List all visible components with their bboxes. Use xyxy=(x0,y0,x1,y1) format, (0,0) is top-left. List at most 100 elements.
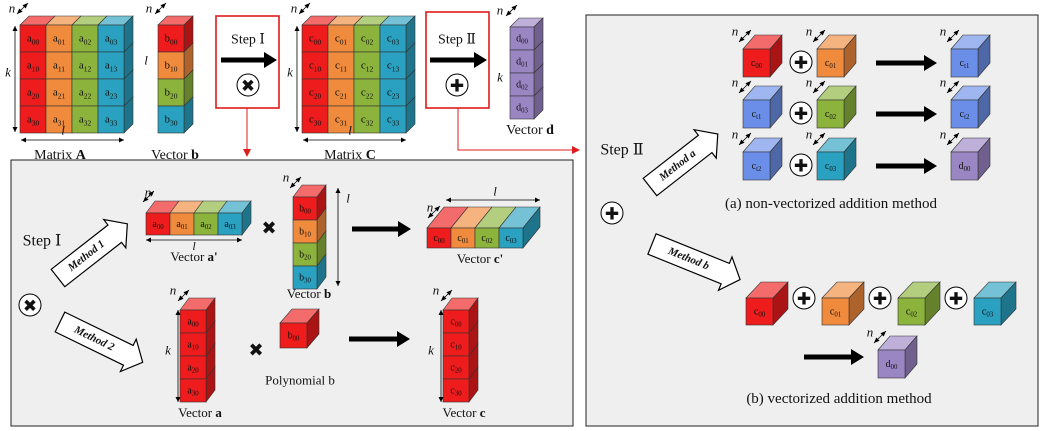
cell-label: a02 xyxy=(79,33,92,47)
methodB-plus-2-circle xyxy=(944,286,968,310)
matrix-c-cell: c32 xyxy=(353,105,381,134)
cell-label: c00 xyxy=(309,33,322,47)
matrix-a-cell: a00 xyxy=(19,15,56,53)
panel1-step-label: Step Ⅰ xyxy=(23,233,62,250)
matrix-c-cell: c23 xyxy=(379,69,416,107)
cell-label: a21 xyxy=(53,87,66,101)
cell-label: c01 xyxy=(825,58,836,70)
matrix-a-l-label: l xyxy=(61,123,65,138)
matrix-c-l-dim-head-l xyxy=(303,137,308,143)
cell-label: a01 xyxy=(53,33,66,47)
cell-label: c02 xyxy=(906,306,918,318)
cell-label: d00 xyxy=(959,161,971,173)
matrix-c-cell: c33 xyxy=(379,96,416,134)
caption-b: (b) vectorized addition method xyxy=(746,391,932,407)
cell-label: a02 xyxy=(200,219,212,231)
matrix-a-n-dim-tail xyxy=(17,8,23,14)
cell-label: c03 xyxy=(387,33,400,47)
methodA-left-cube: ct1 xyxy=(742,85,783,129)
methodA-right-n-label: n xyxy=(806,75,813,90)
cell-label: c13 xyxy=(387,60,400,74)
vector-d-k-label: k xyxy=(497,70,503,85)
cell-label: a00 xyxy=(27,33,40,47)
cell-label: c00 xyxy=(754,306,766,318)
vector-b-n-dim-tail xyxy=(155,8,161,14)
cell-label: a03 xyxy=(105,33,118,47)
cell-label: a11 xyxy=(53,60,65,74)
cell-label: a00 xyxy=(187,316,199,328)
vector-c-k-label: k xyxy=(428,343,434,358)
methodB-result-cube: d00 xyxy=(877,335,918,379)
methodB-cube: c00 xyxy=(745,281,789,326)
matrix-c-l-label: l xyxy=(348,123,352,138)
matrix-c-cell: c22 xyxy=(353,78,381,107)
cell-label: b10 xyxy=(299,226,311,238)
cell-label: b00 xyxy=(288,330,300,342)
methodA-result-arrow-2-head xyxy=(924,158,937,174)
vector-b-l-label: l xyxy=(144,53,148,68)
methodA-right-n-dim-2-tail xyxy=(813,139,819,145)
cell-label: d03 xyxy=(516,102,528,114)
methodA-result-n-dim-0-tail xyxy=(947,36,953,42)
methodA-left-n-dim-2-tail xyxy=(739,139,745,145)
cell-label: c22 xyxy=(361,87,374,101)
cell-label: c03 xyxy=(982,306,994,318)
matrix-c-cell: c03 xyxy=(379,15,416,53)
cell-label: a30 xyxy=(187,385,199,397)
cell-label: a31 xyxy=(53,114,66,128)
vector-b-cell: b20 xyxy=(157,69,194,107)
methodA-result-n-dim-2-head xyxy=(953,133,959,139)
matrix-c-cell: c13 xyxy=(379,42,416,80)
step1-box-label: Step Ⅰ xyxy=(231,33,265,48)
polynomial-b-cell: b00 xyxy=(279,308,320,349)
matrix-a-cell: a02 xyxy=(71,15,108,53)
vector-c-n-dim-head xyxy=(446,290,452,296)
vector-c-prime-l-label: l xyxy=(493,184,497,199)
cell-label: c00 xyxy=(433,233,445,245)
vector-c-cell: c00 xyxy=(442,297,479,334)
vector-a-k-dim-head-b xyxy=(175,397,181,402)
cell-label: b30 xyxy=(299,272,311,284)
row2-result-arrow-head xyxy=(397,331,410,347)
matrix-a-l-dim-head-r xyxy=(119,137,124,143)
step1-op-circle xyxy=(236,73,260,97)
methodA-plus-0-circle xyxy=(789,50,813,74)
vector-c-n-label: n xyxy=(433,283,440,298)
methodA-left-n-dim-1-tail xyxy=(739,87,745,93)
cell-label: c20 xyxy=(309,87,322,101)
vector-a-label: Vector a xyxy=(178,405,222,420)
step1-op: ✖ xyxy=(241,77,255,96)
row1-vector-b-n-dim-tail xyxy=(290,182,296,188)
cell-label: b00 xyxy=(165,33,178,47)
vector-a-prime-n-dim-head xyxy=(148,191,154,197)
step1-panel xyxy=(10,159,574,427)
cell-label: a20 xyxy=(27,87,40,101)
vector-a-k-dim-head-t xyxy=(175,310,181,315)
methodA-left-n-label: n xyxy=(732,75,739,90)
vector-c-cell: c10 xyxy=(442,320,479,357)
row1-vector-b-n-label: n xyxy=(283,170,290,185)
vector-a-prime-n-label: n xyxy=(145,185,152,200)
cell-label: ct2 xyxy=(960,109,970,121)
row1-vector-b-l-label: l xyxy=(346,191,350,206)
methodB-result-n-dim-head xyxy=(880,331,886,337)
cell-label: c23 xyxy=(387,87,400,101)
vector-b-label: Vector b xyxy=(151,148,199,163)
methodA-left-n-dim-0-head xyxy=(745,30,751,36)
cell-label: c12 xyxy=(361,60,374,74)
vector-a-k-label: k xyxy=(165,343,171,358)
row1-multiply-op: ✖ xyxy=(261,218,276,238)
vector-c-cell: c30 xyxy=(442,366,479,403)
cell-label: d02 xyxy=(516,79,528,91)
methodA-right-n-dim-1-tail xyxy=(813,87,819,93)
row1-result-arrow-head xyxy=(398,221,411,237)
cell-label: c01 xyxy=(335,33,348,47)
vector-b-cell: b00 xyxy=(157,15,194,53)
vector-a-prime-cell: a03 xyxy=(217,200,252,236)
matrix-c-cell: c31 xyxy=(327,105,355,134)
cell-label: c02 xyxy=(481,233,493,245)
step2-op: ✚ xyxy=(450,77,464,96)
matrix-a-n-dim-head xyxy=(22,3,28,9)
matrix-a-k-dim-head-b xyxy=(12,127,18,132)
